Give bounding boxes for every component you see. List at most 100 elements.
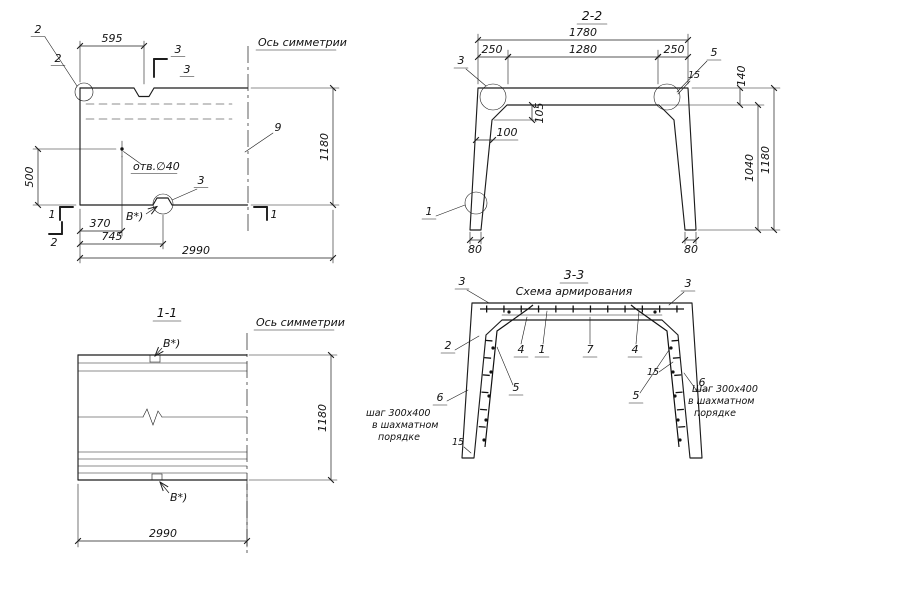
mark-label-5: 5 [711, 46, 718, 59]
dim-label: 2990 [149, 527, 177, 540]
section-subtitle: Схема армирования [516, 285, 633, 298]
dim-370: 370 [76, 155, 126, 264]
note-line: шаг 300х400 [366, 408, 430, 419]
dim-80-left: 80 [466, 231, 485, 256]
symmetry-axis-caption: Ось симметрии [253, 316, 345, 331]
dim-500: 500 [23, 145, 117, 209]
dim-100: 100 [472, 126, 519, 144]
dim-250-1280-250: 250 1280 250 [474, 43, 692, 85]
note-line: порядке [694, 408, 736, 419]
dim-label: 250 [482, 43, 503, 56]
mark-label-6: 6 [699, 376, 706, 389]
dim-label: 1180 [759, 146, 772, 174]
mark-4-left-callout: 4 [513, 316, 529, 358]
footnote-label: В*) [170, 491, 187, 504]
dim-1180: 1180 [250, 84, 340, 209]
dim-80-right: 80 [681, 231, 700, 256]
axis-label: Ось симметрии [256, 316, 345, 329]
section-label-1: 1 [49, 208, 56, 221]
dim-label: 500 [23, 167, 36, 188]
detail-circle-top-left-corner [479, 83, 507, 111]
spacing-note-right: Шаг 300х400 в шахматном порядке [688, 384, 758, 419]
dim-105: 105 [493, 101, 546, 124]
note-line: в шахматном [372, 420, 438, 431]
detail-callout-2-corner: 2 [50, 52, 66, 66]
section-2-2-view: 2-2 3 5 15 1780 250 1280 250 1 [421, 8, 781, 256]
dim-label: 2990 [182, 244, 210, 257]
footnote-label: В*) [163, 337, 180, 350]
body-edges [77, 354, 248, 481]
dim-label: 1040 [743, 154, 756, 182]
note-line: порядке [378, 432, 420, 443]
mark-7-callout: 7 [582, 316, 598, 358]
symmetry-axis-caption: Ось симметрии [255, 36, 347, 51]
note-line: Шаг 300х400 [692, 384, 758, 395]
section-cut-1-right: 1 [253, 206, 278, 221]
channel-outline [461, 302, 703, 459]
mark-label-7: 7 [587, 343, 594, 356]
section-label-1: 1 [271, 208, 278, 221]
dim-15-left: 15 [452, 437, 472, 454]
item-label-9: 9 [275, 121, 282, 134]
spacing-note-left: шаг 300х400 в шахматном порядке [366, 408, 438, 443]
dim-745: 745 [76, 214, 167, 250]
mark-label-2: 2 [445, 339, 452, 352]
plan-outline [79, 87, 249, 206]
detail-callout-2-top: 2 [30, 23, 78, 87]
dim-label: 80 [468, 243, 482, 256]
section-label-3: 3 [184, 63, 191, 76]
mark-1-callout: 1 [421, 204, 466, 220]
dim-label: 80 [684, 243, 698, 256]
dim-label: 370 [90, 217, 111, 230]
mark-label-3: 3 [458, 54, 465, 67]
reinforcement-bars [477, 304, 687, 448]
footnote-label: В*) [126, 210, 143, 223]
keyway-notch-bottom: В*) [151, 473, 187, 504]
mark-6-left-callout: 6 [432, 389, 469, 406]
dim-label: 105 [533, 103, 546, 124]
mark-label-5: 5 [513, 381, 520, 394]
section-title: 2-2 [576, 8, 608, 25]
dim-label: 15 [452, 437, 464, 448]
section-title: 3-3 Схема армирования [516, 267, 633, 298]
detail-circle-top-left [74, 82, 94, 102]
section-title: 1-1 [152, 305, 182, 322]
mark-6-right-callout: 6 [683, 372, 710, 392]
dim-label: 250 [664, 43, 685, 56]
dim-label: 100 [497, 126, 518, 139]
mark-3-callout: 3 [453, 54, 487, 87]
item-callout-9: 9 [244, 121, 282, 153]
section-cut-1-left: 1 [49, 206, 74, 221]
mark-label-3: 3 [685, 277, 692, 290]
detail-circle-top-right-corner [653, 83, 681, 111]
dim-2990: 2990 [74, 483, 251, 548]
mark-label-1: 1 [426, 205, 433, 218]
mark-5-callout: 5 [676, 46, 722, 93]
section-title-2-2: 2-2 [582, 8, 602, 23]
dim-2990: 2990 [76, 209, 337, 264]
detail-circle-bottom [152, 193, 174, 215]
dim-1180-total: 1180 [759, 84, 778, 234]
footnote-callout: В*) [126, 207, 157, 223]
detail-label-2: 2 [55, 52, 62, 65]
dim-1040: 1040 [697, 101, 781, 234]
mark-5-right-callout: 5 [628, 349, 670, 404]
dim-15-right: 15 [647, 361, 674, 378]
mark-4-right-callout: 4 [627, 310, 643, 358]
channel-outline [469, 87, 697, 231]
keyway-notch-top: В*) [149, 337, 180, 363]
dim-1180: 1180 [248, 351, 338, 484]
section-cut-2-bottom: 2 [48, 221, 63, 249]
dim-15-callout: 15 [677, 70, 700, 95]
hidden-edge-lines [85, 103, 233, 120]
hole-mark [120, 140, 124, 158]
section-3-3-view: 3-3 Схема армирования 3 3 2 4 [366, 267, 758, 459]
mark-label-4: 4 [632, 343, 639, 356]
mark-label-6: 6 [437, 391, 444, 404]
note-line: в шахматном [688, 396, 754, 407]
dim-label: 15 [688, 70, 700, 81]
axis-label: Ось симметрии [258, 36, 347, 49]
mark-label-4: 4 [518, 343, 525, 356]
